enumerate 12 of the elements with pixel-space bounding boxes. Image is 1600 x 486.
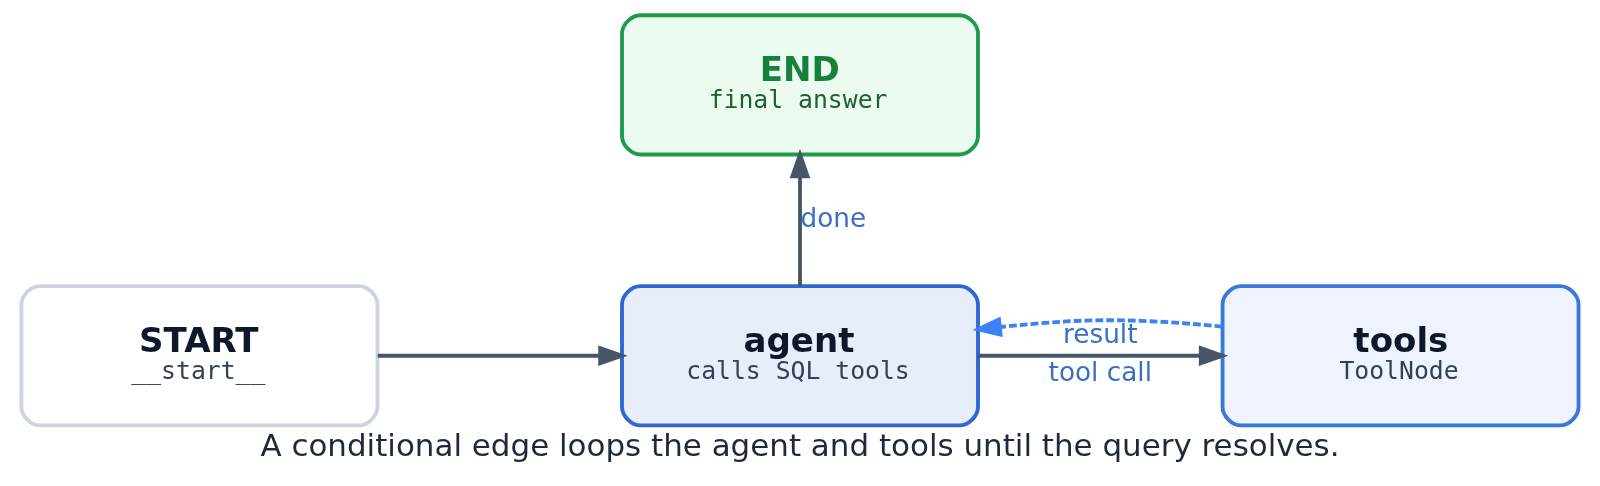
arrow <box>978 344 1229 366</box>
node-box: agent calls SQL tools <box>620 283 980 427</box>
arrow <box>377 344 628 366</box>
node-box: START __start__ <box>19 283 380 427</box>
node-box: tools ToolNode <box>1220 283 1581 427</box>
caption: A conditional edge loops the agent and tools until the query resolves. <box>260 426 1340 463</box>
arrow <box>972 316 1223 337</box>
arrow <box>789 148 811 286</box>
node-box: END final answer <box>620 12 980 156</box>
edge-label: result <box>1063 318 1138 349</box>
edge-label: done <box>800 202 867 233</box>
edge-label: tool call <box>1048 356 1152 387</box>
